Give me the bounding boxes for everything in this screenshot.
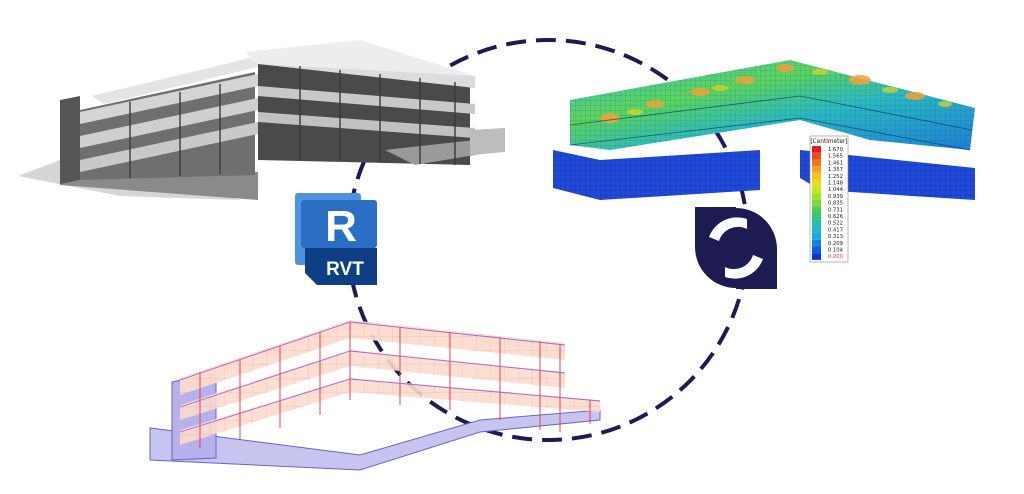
legend-swatch [812, 192, 821, 200]
analysis-model [553, 60, 975, 200]
legend-value: 0.939 [828, 194, 843, 200]
legend-swatch [812, 186, 821, 193]
legend-value: 1.357 [828, 167, 843, 173]
legend-swatch [812, 179, 821, 187]
legend-swatch [812, 146, 821, 153]
legend-value: 1.044 [828, 187, 844, 193]
architectural-model [18, 40, 505, 200]
legend-value: 0.313 [828, 234, 843, 240]
legend-value: 1.565 [828, 154, 843, 160]
legend-value: 0.522 [828, 221, 843, 227]
legend-value: 0.626 [828, 214, 844, 220]
legend-swatch [812, 159, 821, 167]
legend-swatch [812, 213, 821, 220]
revit-rvt-badge: R RVT [295, 193, 377, 285]
legend-title: [Centimeter] [810, 139, 847, 145]
legend-swatch [812, 199, 821, 207]
legend-swatch [812, 246, 821, 254]
legend-swatch [812, 226, 821, 234]
legend-swatch [812, 253, 821, 260]
legend-swatch [812, 152, 821, 160]
legend-value: 0.104 [828, 248, 844, 254]
legend-swatch [812, 206, 821, 213]
revit-letter: R [325, 202, 357, 251]
legend-value: 0.209 [828, 241, 843, 247]
legend-swatch [812, 233, 821, 240]
revit-label: RVT [326, 259, 364, 280]
legend-swatch [812, 219, 821, 227]
brand-logo [695, 207, 777, 289]
legend-value: 1.670 [828, 147, 844, 153]
legend-value: 1.461 [828, 160, 843, 166]
legend-value: 1.252 [828, 174, 843, 180]
legend-value: 0.000 [828, 254, 844, 260]
legend-swatch [812, 172, 821, 180]
legend-swatch [812, 239, 821, 247]
legend-value: 0.731 [828, 207, 843, 213]
legend-value: 1.148 [828, 181, 844, 187]
legend-swatch [812, 166, 821, 173]
displacement-legend: [Centimeter] 1.6701.5651.4611.3571.2521.… [809, 135, 849, 263]
legend-value: 0.835 [828, 201, 843, 207]
analytical-model [149, 320, 601, 471]
legend-value: 0.417 [828, 227, 843, 233]
